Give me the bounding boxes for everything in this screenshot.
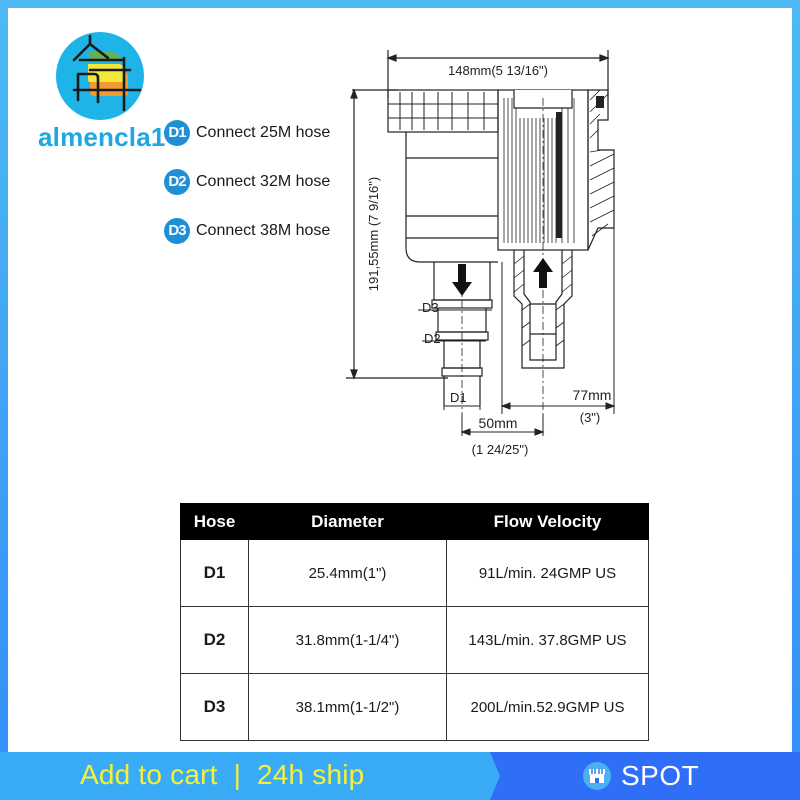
d3-label: D3 xyxy=(422,300,439,315)
flow-cell: 200L/min.52.9GMP US xyxy=(446,673,649,741)
hose-cell: D3 xyxy=(180,673,249,741)
legend-label: Connect 32M hose xyxy=(196,172,331,190)
center-offset-inch: (1 24/25") xyxy=(472,442,529,457)
d2-badge-icon: D2 xyxy=(164,168,190,195)
center-offset-dimension: 50mm xyxy=(479,415,518,431)
storefront-icon xyxy=(583,762,611,790)
d3-badge-icon: D3 xyxy=(164,217,190,244)
legend-item-d1: D1 Connect 25M hose xyxy=(164,119,331,146)
d1-label: D1 xyxy=(450,390,467,405)
table-header-row: Hose Diameter Flow Velocity xyxy=(180,503,649,540)
add-to-cart-section[interactable] xyxy=(0,752,500,800)
header-diameter: Diameter xyxy=(248,503,447,540)
diameter-cell: 25.4mm(1") xyxy=(248,539,447,607)
product-image-canvas: almencla1 D1 Connect 25M hose D2 Connect… xyxy=(8,8,792,752)
d1-badge-icon: D1 xyxy=(164,119,190,146)
legend-label: Connect 25M hose xyxy=(196,123,331,141)
spot-label: SPOT xyxy=(621,760,700,791)
height-dimension: 191,55mm (7 9/16") xyxy=(366,177,381,291)
flow-cell: 143L/min. 37.8GMP US xyxy=(446,606,649,674)
table-row: D1 25.4mm(1") 91L/min. 24GMP US xyxy=(180,539,649,607)
header-flow-velocity: Flow Velocity xyxy=(446,503,649,540)
legend-item-d2: D2 Connect 32M hose xyxy=(164,168,331,195)
table-row: D3 38.1mm(1-1/2") 200L/min.52.9GMP US xyxy=(180,673,649,741)
hose-spec-table: Hose Diameter Flow Velocity D1 25.4mm(1"… xyxy=(180,503,649,741)
filter-technical-drawing: 148mm(5 13/16") 191,55mm (7 9/16") D3 D2… xyxy=(346,50,616,457)
add-to-cart-text[interactable]: Add to cart | 24h ship xyxy=(80,759,365,790)
outlet-offset-inch: (3") xyxy=(580,410,601,425)
legend-item-d3: D3 Connect 38M hose xyxy=(164,217,331,244)
diameter-cell: 38.1mm(1-1/2") xyxy=(248,673,447,741)
outlet-offset-dimension: 77mm xyxy=(573,387,612,403)
d2-label: D2 xyxy=(424,331,441,346)
table-row: D2 31.8mm(1-1/4") 143L/min. 37.8GMP US xyxy=(180,606,649,674)
width-dimension: 148mm(5 13/16") xyxy=(448,63,548,78)
promo-banner: Add to cart | 24h ship SPOT xyxy=(0,752,800,800)
brand-logo: almencla1 xyxy=(38,30,182,160)
header-hose: Hose xyxy=(180,503,249,540)
flow-down-arrow-icon xyxy=(452,264,472,296)
spot-badge: SPOT xyxy=(583,760,699,792)
spot-section xyxy=(488,752,800,800)
hose-legend: D1 Connect 25M hose D2 Connect 32M hose … xyxy=(164,119,331,267)
house-logo-icon xyxy=(56,32,144,120)
brand-name: almencla1 xyxy=(38,122,166,152)
diameter-cell: 31.8mm(1-1/4") xyxy=(248,606,447,674)
flow-up-arrow-icon xyxy=(533,258,553,288)
hose-cell: D2 xyxy=(180,606,249,674)
legend-label: Connect 38M hose xyxy=(196,221,331,239)
flow-cell: 91L/min. 24GMP US xyxy=(446,539,649,607)
hose-cell: D1 xyxy=(180,539,249,607)
